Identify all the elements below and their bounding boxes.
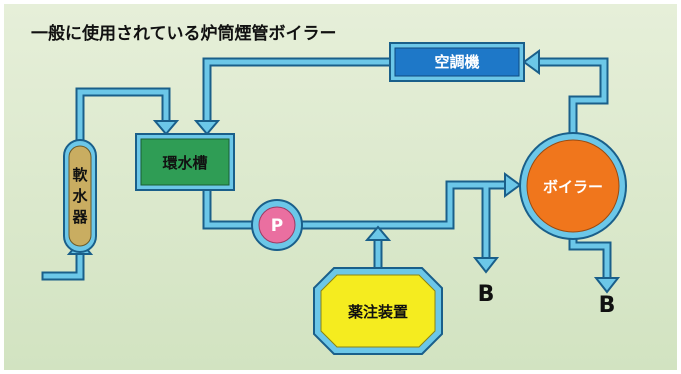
- arrow-into-tank-right: [193, 120, 221, 136]
- softener-label-char-2: 水: [72, 187, 88, 205]
- boiler-label: ボイラー: [543, 178, 603, 196]
- blow-label-right: B: [599, 293, 616, 318]
- pump-unit: [251, 199, 303, 251]
- tank-label: 環水槽: [162, 154, 207, 172]
- aircon-unit: [389, 42, 525, 82]
- softener-label: 軟 水 器: [71, 166, 88, 226]
- softener-label-char-3: 器: [71, 208, 88, 226]
- arrow-chemical-up: [364, 225, 392, 241]
- arrow-into-boiler: [504, 172, 522, 198]
- chemical-injector-unit: [313, 267, 443, 355]
- page-title: 一般に使用されている炉筒煙管ボイラー: [31, 23, 337, 44]
- arrow-into-tank-left: [152, 120, 180, 136]
- flow-arrows: [66, 49, 621, 294]
- pipe-network: [41, 57, 612, 287]
- arrow-branch-b-left: [472, 257, 500, 274]
- arrow-into-aircon: [522, 49, 540, 75]
- boiler-unit: [519, 132, 627, 240]
- chemical-injector-label: 薬注装置: [347, 303, 408, 321]
- tank-unit: [135, 133, 235, 191]
- aircon-label: 空調機: [434, 53, 479, 71]
- softener-unit: [63, 139, 97, 253]
- arrow-boiler-drain: [593, 277, 621, 294]
- softener-label-char-1: 軟: [72, 166, 88, 184]
- blow-label-left: B: [478, 282, 495, 307]
- pump-label: P: [271, 216, 283, 236]
